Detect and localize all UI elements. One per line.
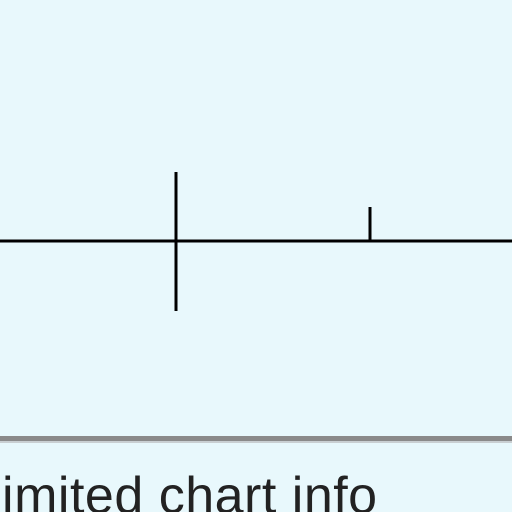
chart-caption: limited chart info [0, 467, 378, 512]
timeline-chart [0, 172, 512, 311]
bottom-divider [0, 436, 512, 441]
bottom-divider-shadow [0, 441, 512, 443]
